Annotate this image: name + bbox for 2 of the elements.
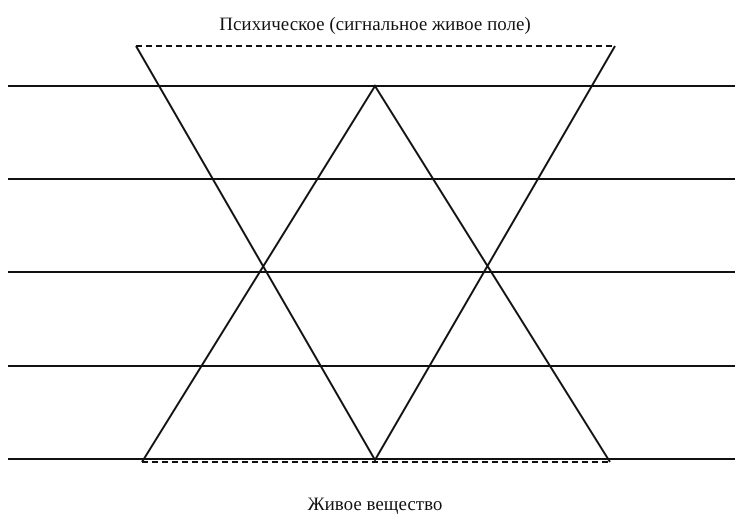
bottom-label: Живое вещество (308, 494, 442, 516)
top-label: Психическое (сигнальное живое поле) (219, 14, 531, 36)
